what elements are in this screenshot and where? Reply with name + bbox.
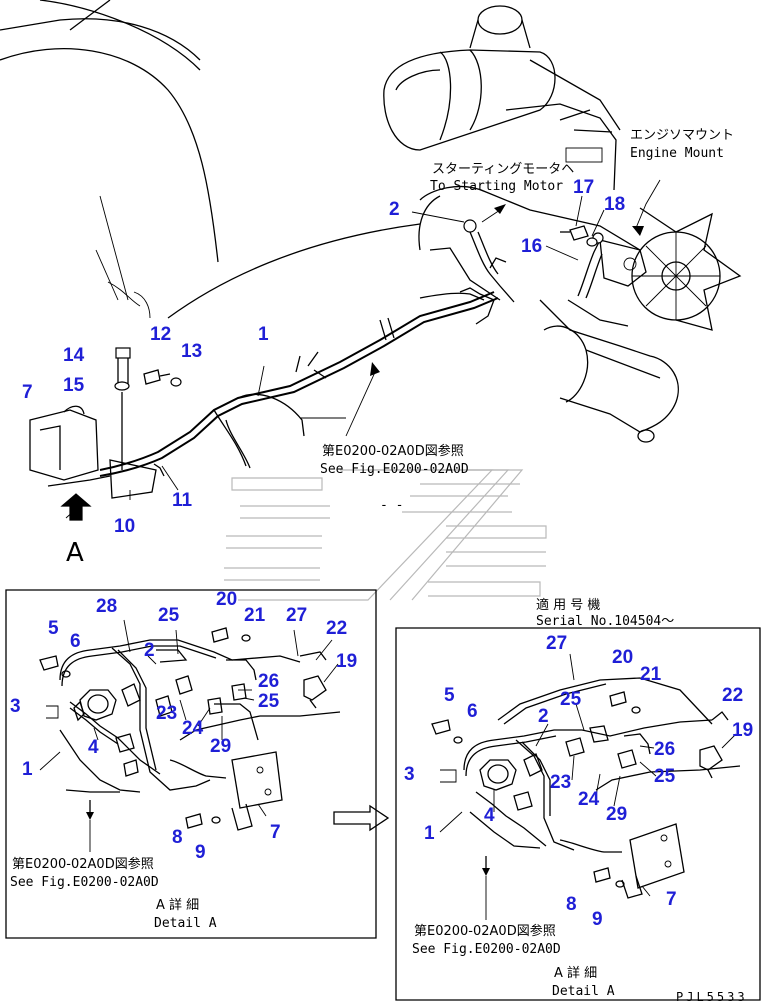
detail-left-callout-24: 24 bbox=[182, 718, 204, 739]
callout-12: 12 bbox=[150, 324, 172, 345]
detail-right-callout-22: 22 bbox=[722, 685, 744, 706]
detail-left-callout-5: 5 bbox=[48, 618, 59, 639]
detail-right-callout-24: 24 bbox=[578, 789, 600, 810]
watermark-logo bbox=[224, 469, 547, 601]
detail-left-frame bbox=[5, 589, 377, 939]
callout-15: 15 bbox=[63, 375, 85, 396]
view-arrow-a bbox=[60, 493, 92, 521]
callout-13: 13 bbox=[181, 341, 203, 362]
detail-left-callout-27: 27 bbox=[286, 605, 308, 626]
detail-right-callout-19: 19 bbox=[732, 720, 754, 741]
detail-right-callout-25-top: 25 bbox=[560, 689, 582, 710]
callout-11: 11 bbox=[172, 490, 193, 511]
detail-left-callout-2: 2 bbox=[144, 640, 155, 661]
detail-left-callout-7: 7 bbox=[270, 822, 281, 843]
detail-left-callout-25-top: 25 bbox=[158, 605, 180, 626]
callout-14: 14 bbox=[63, 345, 85, 366]
main-callout-leaders bbox=[129, 195, 605, 500]
detail-left-leaders bbox=[39, 619, 339, 817]
callout-16: 16 bbox=[521, 236, 543, 257]
main-components bbox=[29, 179, 661, 499]
detail-right-callout-5: 5 bbox=[444, 685, 455, 706]
detail-right-callout-3: 3 bbox=[404, 764, 415, 785]
drawing-code: PJL5533 bbox=[676, 990, 748, 1004]
detail-left-callout-26: 26 bbox=[258, 671, 280, 692]
detail-right-callout-9: 9 bbox=[592, 909, 603, 930]
detail-left-callout-25-bottom: 25 bbox=[258, 691, 280, 712]
detail-left-callout-9: 9 bbox=[195, 842, 206, 863]
detail-right-callout-20: 20 bbox=[612, 647, 634, 668]
detail-right-callout-8: 8 bbox=[566, 894, 577, 915]
detail-left-callout-23: 23 bbox=[156, 703, 178, 724]
detail-right-callout-26: 26 bbox=[654, 739, 676, 760]
serial-note-en: Serial No.104504～ bbox=[536, 614, 675, 629]
detail-right-callout-1: 1 bbox=[424, 823, 435, 844]
detail-right-callout-7: 7 bbox=[666, 889, 677, 910]
detail-right-title-jp: A 詳 細 bbox=[554, 966, 598, 981]
engine-mount-note-jp: エンジソマウント bbox=[630, 128, 735, 143]
see-fig-main-jp: 第E0200-02A0D図参照 bbox=[322, 444, 464, 459]
callout-10: 10 bbox=[114, 516, 136, 537]
starting-motor-note-en: To Starting Motor bbox=[430, 179, 564, 194]
serial-note-jp: 適 用 号 機 bbox=[536, 598, 601, 613]
callout-7: 7 bbox=[22, 382, 33, 403]
starting-motor-note-jp: スターティングモータヘ bbox=[432, 162, 575, 177]
detail-left-callout-28: 28 bbox=[96, 596, 118, 617]
detail-transition-arrow bbox=[333, 804, 390, 832]
detail-right-see-en: See Fig.E0200-02A0D bbox=[412, 942, 561, 957]
detail-left-callout-8: 8 bbox=[172, 827, 183, 848]
detail-left-callout-6: 6 bbox=[70, 631, 81, 652]
detail-left-callout-22: 22 bbox=[326, 618, 348, 639]
callout-2: 2 bbox=[389, 199, 400, 220]
cab-outline bbox=[0, 0, 421, 319]
detail-right-frame bbox=[395, 627, 761, 1001]
detail-left-see-jp: 第E0200-02A0D図参照 bbox=[12, 857, 154, 872]
detail-right-callout-21: 21 bbox=[640, 664, 662, 685]
view-letter-a: A bbox=[66, 538, 84, 568]
detail-left-callout-4: 4 bbox=[88, 737, 99, 758]
detail-right-callout-29: 29 bbox=[606, 804, 628, 825]
dash-mark: - - bbox=[380, 498, 404, 513]
detail-right-callout-25-bottom: 25 bbox=[654, 766, 676, 787]
detail-right-callout-2: 2 bbox=[538, 706, 549, 727]
detail-right-callout-23: 23 bbox=[550, 772, 572, 793]
detail-right-title-en: Detail A bbox=[552, 984, 615, 999]
detail-left-callout-20: 20 bbox=[216, 589, 238, 610]
see-fig-main-en: See Fig.E0200-02A0D bbox=[320, 462, 469, 477]
detail-right-parts bbox=[431, 677, 741, 920]
detail-right-callout-4: 4 bbox=[484, 805, 495, 826]
detail-left-title-en: Detail A bbox=[154, 916, 217, 931]
engine-mount-note-en: Engine Mount bbox=[630, 146, 724, 161]
detail-left-callout-19: 19 bbox=[336, 651, 358, 672]
detail-left-callout-21: 21 bbox=[244, 605, 266, 626]
callout-1: 1 bbox=[258, 324, 269, 345]
callout-18: 18 bbox=[604, 194, 626, 215]
detail-left-callout-3: 3 bbox=[10, 696, 21, 717]
wiring-harness-main bbox=[99, 204, 604, 477]
detail-right-callout-6: 6 bbox=[467, 701, 478, 722]
detail-left-callout-29: 29 bbox=[210, 736, 232, 757]
detail-left-title-jp: A 詳 細 bbox=[156, 898, 200, 913]
detail-right-leaders bbox=[439, 653, 737, 897]
detail-right-callout-27: 27 bbox=[546, 633, 568, 654]
detail-left-callout-1: 1 bbox=[22, 759, 33, 780]
detail-left-see-en: See Fig.E0200-02A0D bbox=[10, 875, 159, 890]
engine-assembly bbox=[383, 5, 742, 443]
detail-right-see-jp: 第E0200-02A0D図参照 bbox=[414, 924, 556, 939]
detail-left-parts bbox=[39, 627, 341, 852]
callout-17: 17 bbox=[573, 177, 595, 198]
